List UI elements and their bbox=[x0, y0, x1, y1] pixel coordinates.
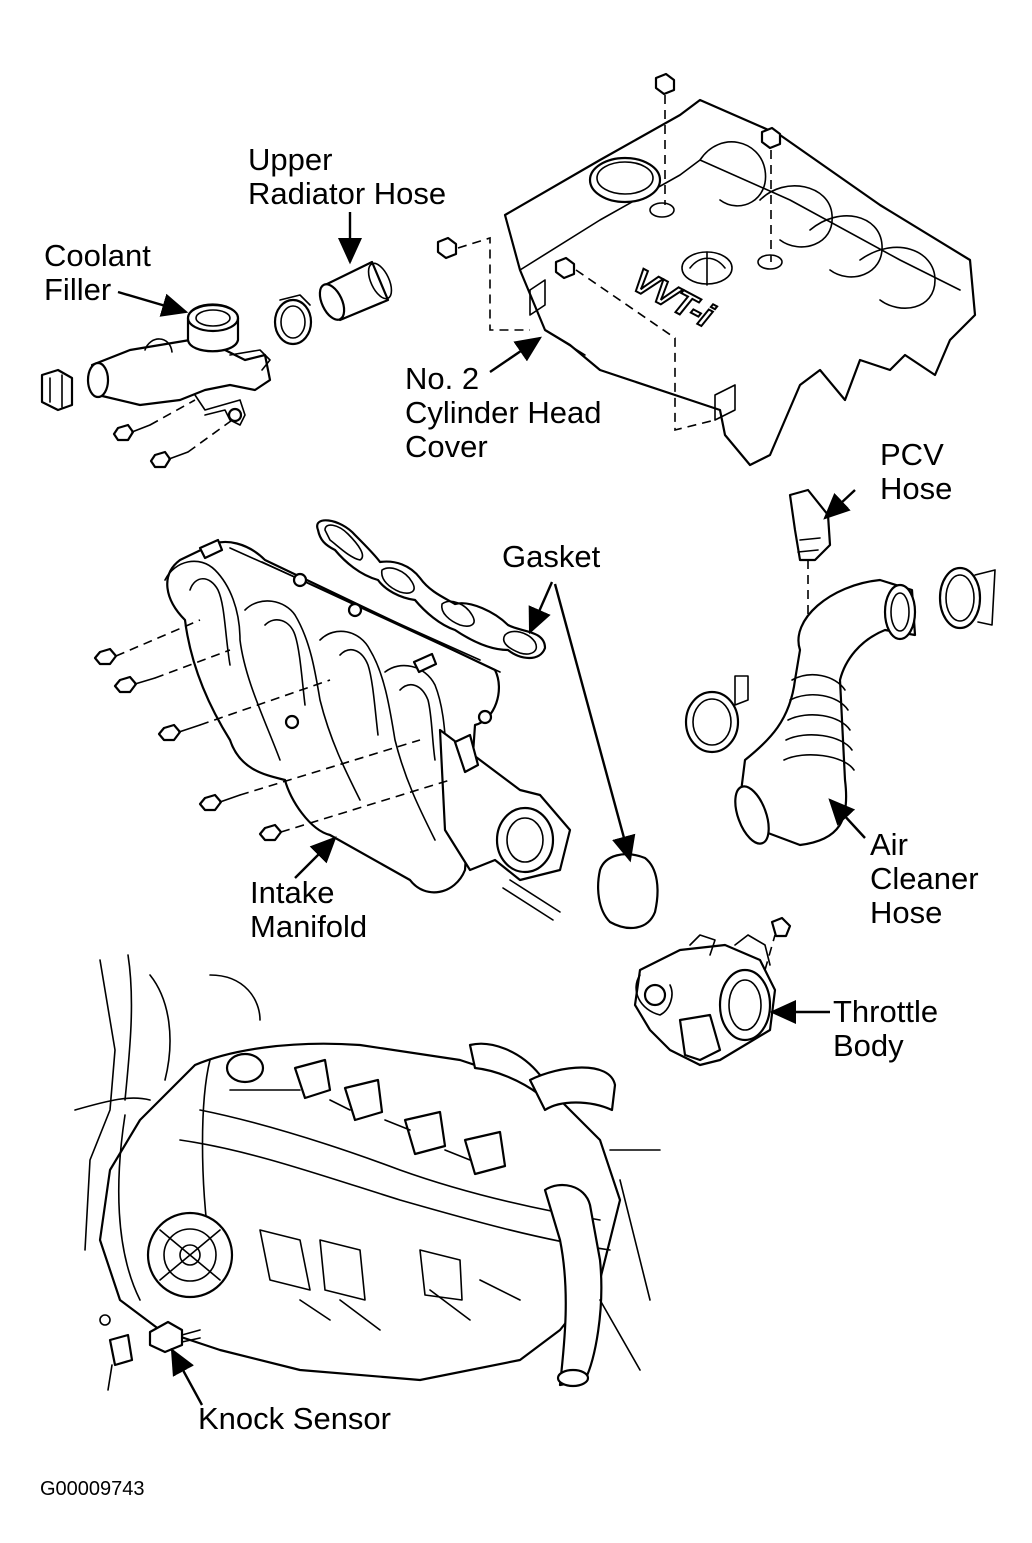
figure-id: G00009743 bbox=[40, 1478, 145, 1500]
cylinder-head-cover-drawing: VVT-i bbox=[503, 98, 977, 467]
engine-bay-drawing bbox=[74, 954, 661, 1391]
label-intake-manifold: Intake Manifold bbox=[250, 875, 368, 944]
label-knock-sensor: Knock Sensor bbox=[198, 1401, 391, 1436]
coolant-filler-drawing bbox=[40, 260, 393, 469]
label-throttle-body: Throttle Body bbox=[833, 994, 939, 1063]
cover-fasteners bbox=[436, 72, 782, 432]
label-cylinder-head-cover: No. 2 Cylinder Head Cover bbox=[405, 361, 602, 464]
throttle-body-drawing bbox=[633, 916, 792, 1067]
label-gasket: Gasket bbox=[502, 539, 601, 574]
label-air-cleaner-hose: Air Cleaner Hose bbox=[870, 827, 979, 930]
label-coolant-filler: Coolant Filler bbox=[44, 238, 151, 307]
callout-arrows bbox=[117, 212, 866, 1406]
air-cleaner-hose-drawing bbox=[684, 488, 996, 847]
label-upper-radiator-hose: Upper Radiator Hose bbox=[248, 142, 447, 211]
gasket-drawing bbox=[316, 519, 659, 930]
label-pcv-hose: PCV Hose bbox=[880, 437, 953, 506]
intake-manifold-drawing bbox=[93, 538, 572, 921]
